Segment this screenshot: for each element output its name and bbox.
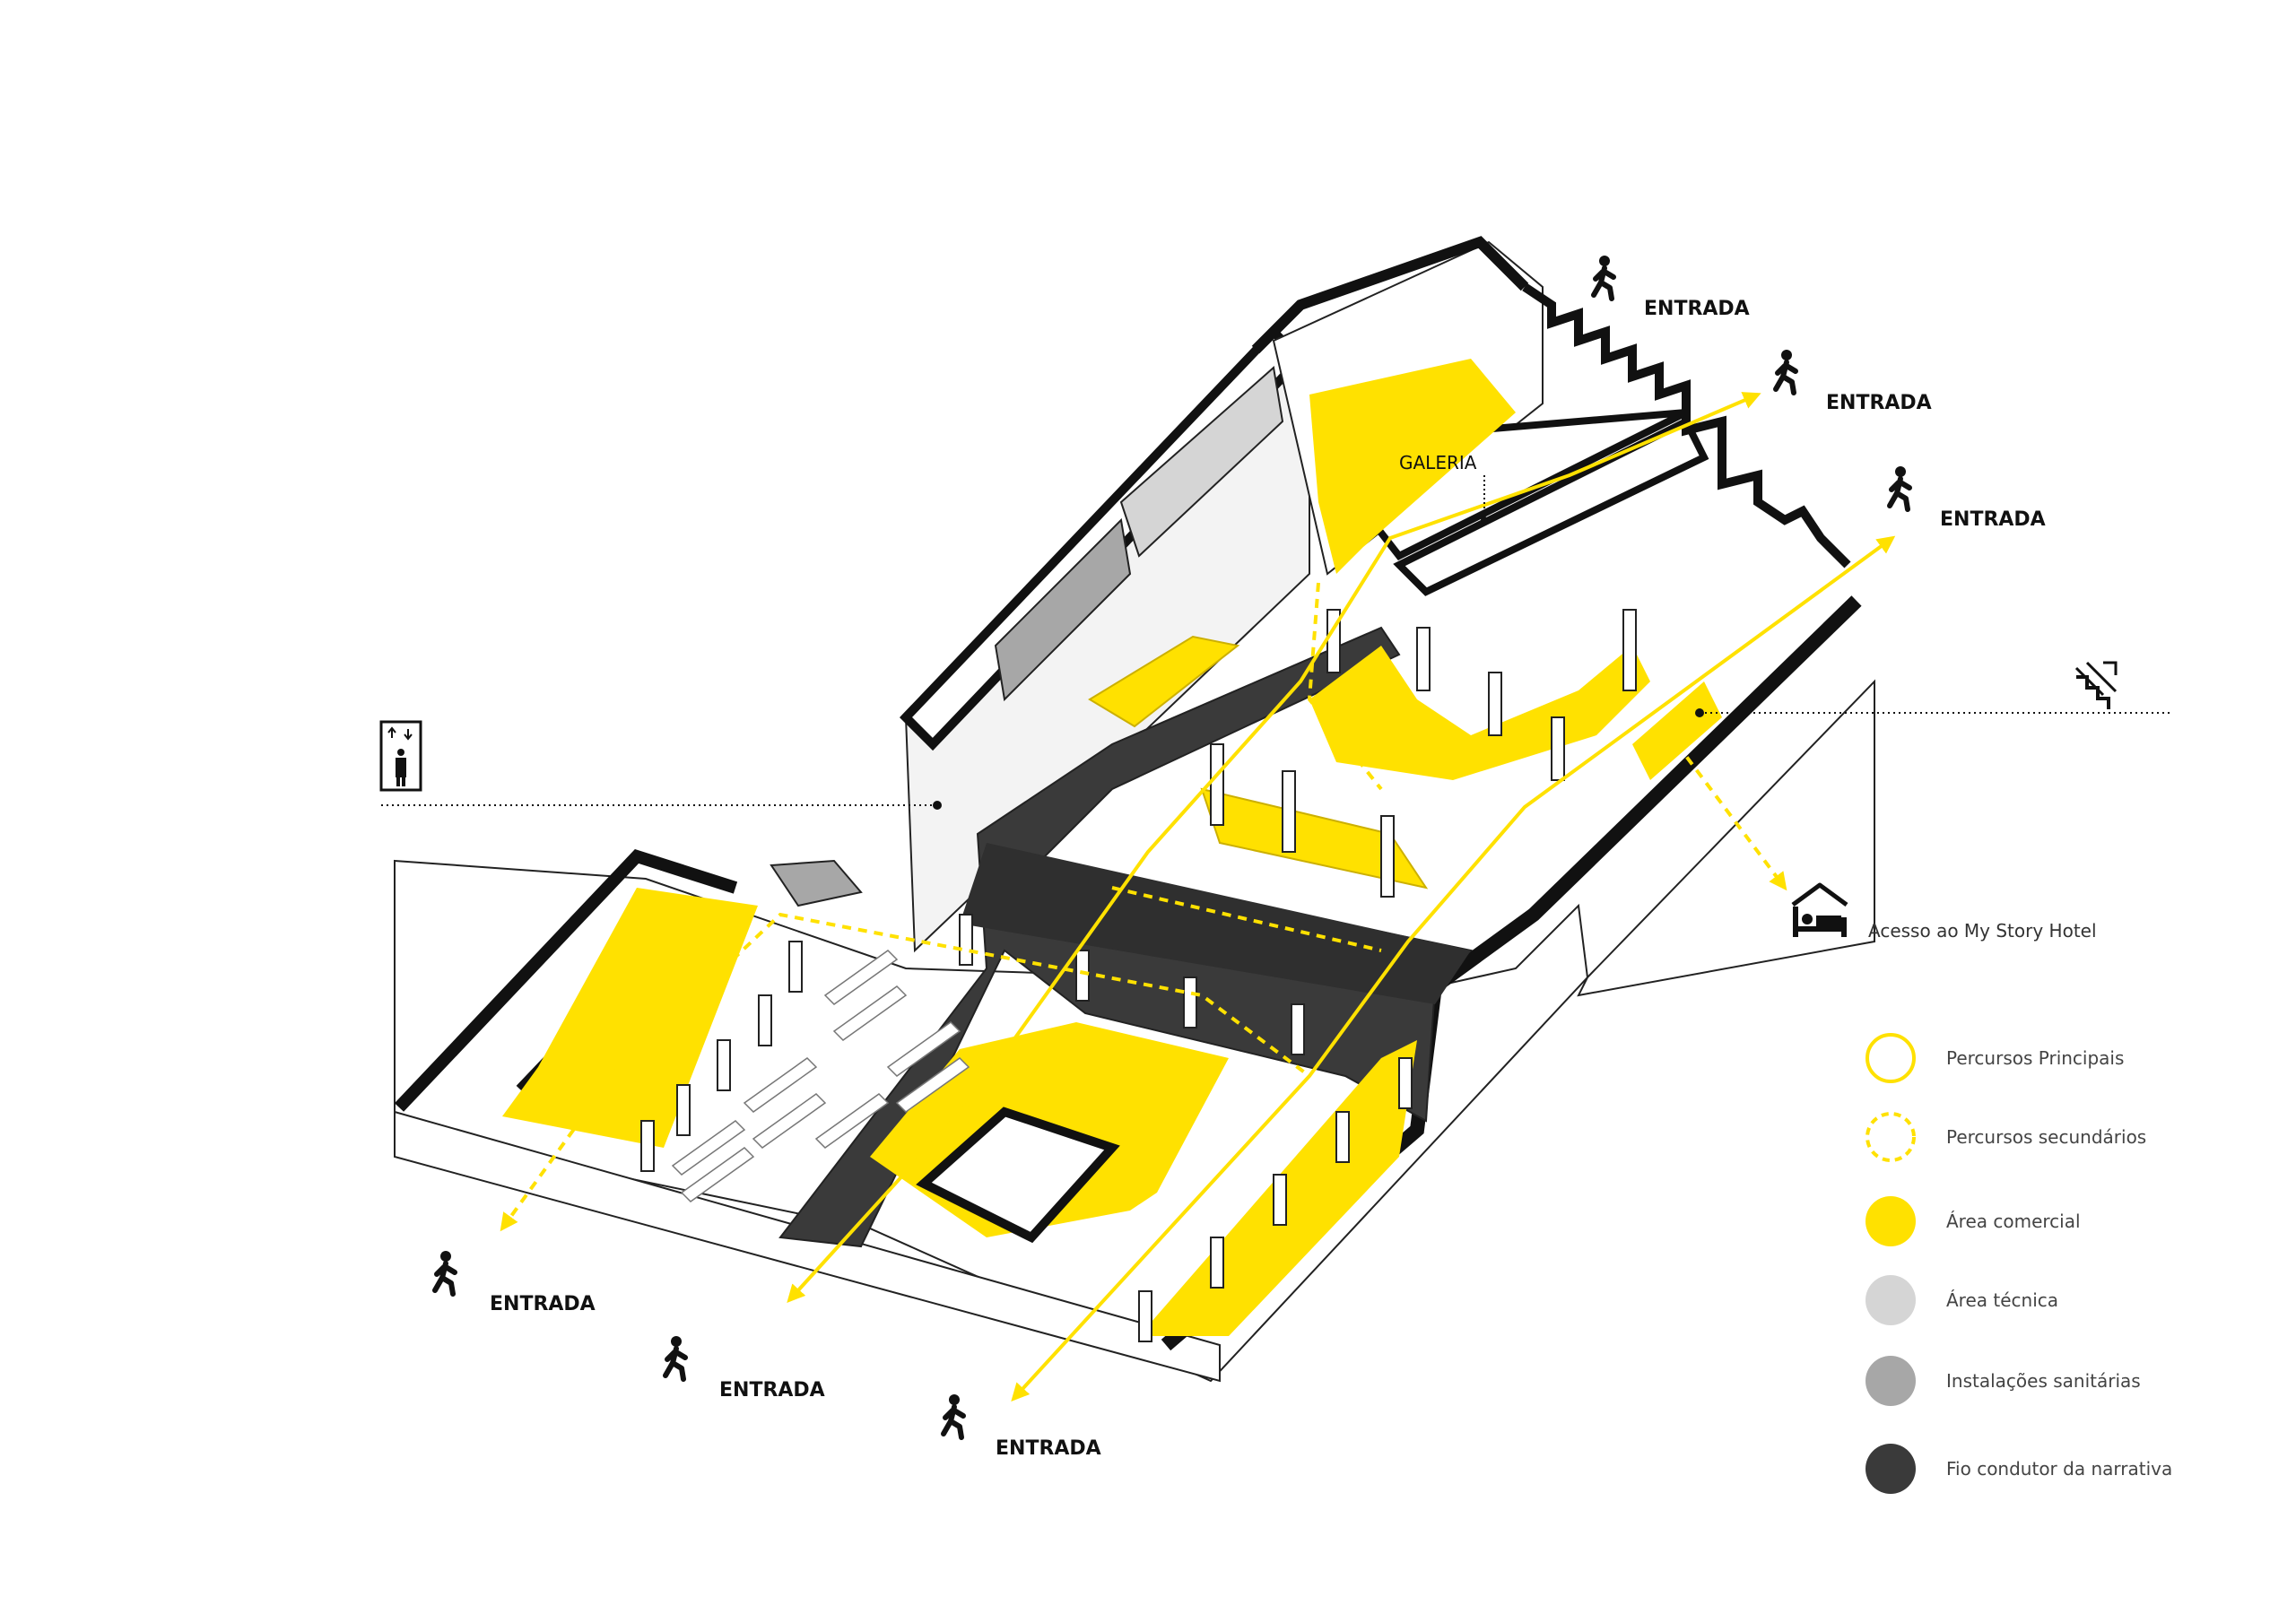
secondary-route-3	[1307, 582, 1383, 791]
entrance-label: ENTRADA	[490, 1293, 596, 1315]
legend-label: Área comercial	[1946, 1211, 2081, 1232]
person-walking-icon	[944, 1394, 963, 1437]
entrance-top-3: ENTRADA	[1890, 466, 2046, 531]
legend-label: Percursos secundários	[1946, 1126, 2146, 1148]
stairs-up-icon	[2074, 661, 2118, 709]
legend-label: Instalações sanitárias	[1946, 1370, 2141, 1392]
elevator-leader-dot	[933, 801, 942, 810]
legend-swatch-ring-dashed	[1866, 1112, 1916, 1162]
person-walking-icon	[1890, 466, 1909, 509]
secondary-route-4	[1675, 742, 1787, 891]
legend-label: Fio condutor da narrativa	[1946, 1458, 2172, 1480]
entrance-label: ENTRADA	[719, 1379, 825, 1402]
legend-item-commercial: Área comercial	[1866, 1196, 2081, 1246]
sanitary-area-bottom	[770, 859, 863, 907]
entrance-label: ENTRADA	[996, 1437, 1101, 1460]
entrance-top-1: ENTRADA	[1594, 256, 1750, 320]
galeria-top-wall	[1251, 236, 1529, 354]
legend-item-secondary-routes: Percursos secundários	[1866, 1112, 2146, 1162]
galeria-label: GALERIA	[1399, 452, 1477, 473]
building-mass	[394, 236, 1875, 1383]
person-walking-icon	[665, 1336, 685, 1379]
entrance-label: ENTRADA	[1826, 392, 1932, 414]
legend-item-narrative: Fio condutor da narrativa	[1866, 1444, 2172, 1494]
person-walking-icon	[435, 1251, 455, 1294]
secondary-route-1	[500, 912, 1311, 1232]
entrance-bottom-3: ENTRADA	[944, 1394, 1101, 1460]
commercial-left-strip	[502, 888, 758, 1148]
person-walking-icon	[1594, 256, 1613, 299]
commercial-upper-center	[1309, 646, 1650, 780]
legend-swatch-yellow	[1866, 1196, 1916, 1246]
hotel-bed-icon	[1791, 882, 1848, 937]
legend-item-sanitary: Instalações sanitárias	[1866, 1356, 2141, 1406]
elevator-icon	[379, 720, 422, 792]
entrance-bottom-2: ENTRADA	[665, 1336, 825, 1402]
main-routes	[787, 392, 1896, 1402]
legend-swatch-dark-gray	[1866, 1444, 1916, 1494]
legend-item-main-routes: Percursos Principais	[1866, 1033, 2124, 1083]
legend-item-technical: Área técnica	[1866, 1275, 2058, 1325]
main-route-2	[1011, 535, 1896, 1402]
left-wing-wall	[394, 848, 738, 1112]
legend: Percursos Principais Percursos secundári…	[1866, 1033, 2172, 1494]
legend-label: Percursos Principais	[1946, 1047, 2124, 1069]
entrance-label: ENTRADA	[1644, 298, 1750, 320]
legend-swatch-light-gray	[1866, 1275, 1916, 1325]
entrance-top-2: ENTRADA	[1776, 350, 1932, 414]
secondary-routes	[500, 582, 1787, 1232]
secondary-route-2	[1111, 886, 1382, 952]
entrance-bottom-1: ENTRADA	[435, 1251, 596, 1315]
galeria-leader-dot	[1481, 516, 1488, 524]
legend-label: Área técnica	[1946, 1289, 2058, 1311]
legend-swatch-ring-solid	[1866, 1033, 1916, 1083]
legend-swatch-mid-gray	[1866, 1356, 1916, 1406]
entrance-label: ENTRADA	[1940, 508, 2046, 531]
stairs-leader-dot	[1695, 708, 1704, 717]
hotel-access-label: Acesso ao My Story Hotel	[1868, 920, 2097, 942]
person-walking-icon	[1776, 350, 1796, 393]
